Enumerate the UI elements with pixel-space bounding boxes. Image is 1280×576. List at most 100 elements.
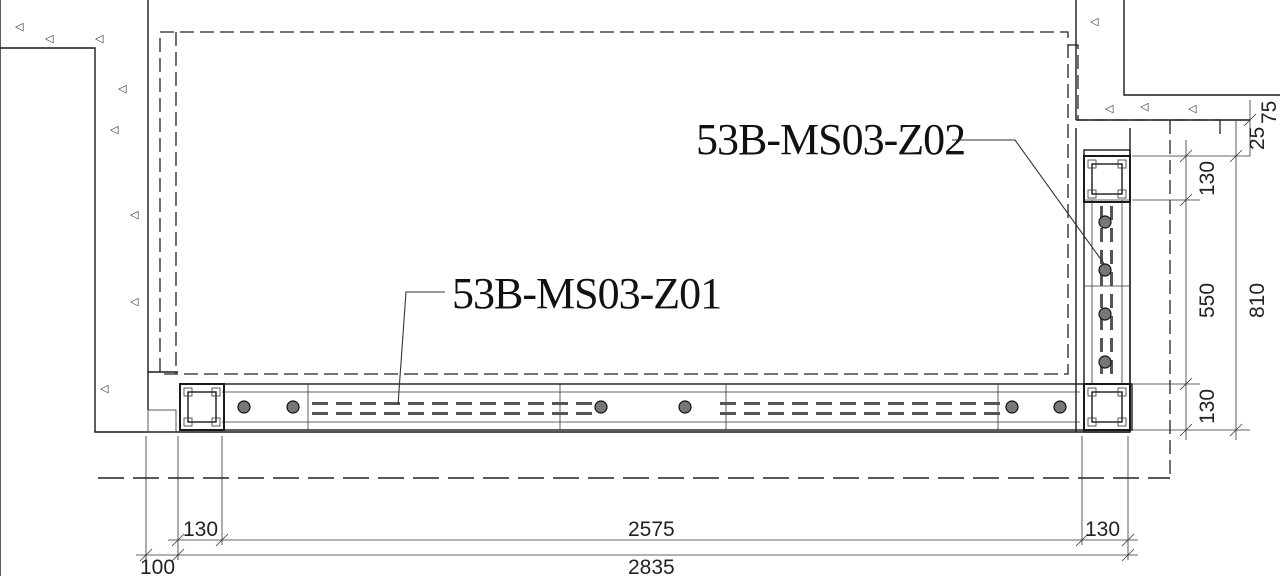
dim-right-span: 550 bbox=[1196, 283, 1219, 318]
rebar-dash bbox=[1100, 228, 1103, 242]
rebar-dash bbox=[864, 412, 880, 415]
dim-bottom-total: 2835 bbox=[628, 556, 675, 576]
left-wall-outline bbox=[0, 0, 178, 576]
leader-z02: 53B-MS03-Z02 bbox=[696, 115, 1106, 266]
concrete-hatch-triangle-icon: ◁ bbox=[130, 208, 139, 221]
rebar-dash bbox=[768, 402, 784, 405]
rebar-dash bbox=[336, 402, 352, 405]
dim-right-total: 810 bbox=[1246, 283, 1269, 318]
rebar-dash bbox=[528, 402, 544, 405]
concrete-hatch-triangle-icon: ◁ bbox=[1188, 102, 1197, 115]
rebar-dash bbox=[960, 412, 976, 415]
rebar-dash bbox=[336, 412, 352, 415]
bolt bbox=[1098, 215, 1112, 229]
rebar-dash bbox=[864, 402, 880, 405]
rebar-dash bbox=[792, 412, 808, 415]
rebar-dash bbox=[792, 402, 808, 405]
concrete-hatch-triangle-icon: ◁ bbox=[1105, 102, 1114, 115]
rebar-dash bbox=[816, 402, 832, 405]
column-box-top bbox=[1083, 155, 1131, 203]
rebar-dash bbox=[720, 412, 736, 415]
rebar-dash bbox=[984, 402, 1000, 405]
tag-z01: 53B-MS03-Z01 bbox=[452, 269, 721, 318]
rebar-dash bbox=[408, 402, 424, 405]
concrete-hatch-triangle-icon: ◁ bbox=[100, 382, 109, 395]
column-box-corner bbox=[1083, 383, 1131, 431]
column-box-left bbox=[179, 383, 225, 431]
rebar-dash bbox=[432, 412, 448, 415]
rebar-dash bbox=[1110, 294, 1113, 308]
concrete-hatch-triangle-icon: ◁ bbox=[45, 32, 54, 45]
concrete-hatch-triangle-icon: ◁ bbox=[95, 32, 104, 45]
beam-z01 bbox=[179, 383, 1133, 431]
dim-right-small-a: 25 bbox=[1246, 127, 1269, 150]
rebar-dash bbox=[1110, 228, 1113, 242]
rebar-dash bbox=[1100, 250, 1103, 264]
rebar-dash bbox=[456, 402, 472, 405]
dim-right-small-b: 75 bbox=[1258, 101, 1280, 124]
rebar-dash bbox=[1100, 338, 1103, 352]
dim-right-bottom: 130 bbox=[1196, 389, 1219, 424]
rebar-dash bbox=[888, 412, 904, 415]
rebar-dash bbox=[1100, 206, 1103, 220]
rebar-dashes bbox=[312, 402, 1000, 415]
bolt bbox=[286, 400, 300, 414]
bolt bbox=[1053, 400, 1067, 414]
rebar-dash bbox=[480, 402, 496, 405]
rebar-dash bbox=[360, 402, 376, 405]
rebar-dash bbox=[912, 412, 928, 415]
rebar-dash bbox=[576, 402, 592, 405]
concrete-hatch-triangle-icon: ◁ bbox=[130, 295, 139, 308]
right-dimensions: 130 550 130 810 25 75 bbox=[1132, 100, 1280, 440]
rebar-dash bbox=[840, 412, 856, 415]
rebar-dash bbox=[912, 402, 928, 405]
rebar-dash bbox=[384, 412, 400, 415]
bolt bbox=[1098, 263, 1112, 277]
rebar-dash bbox=[1110, 206, 1113, 220]
concrete-hatch-triangle-icon: ◁ bbox=[110, 123, 119, 136]
rebar-dash bbox=[888, 402, 904, 405]
rebar-dash bbox=[480, 412, 496, 415]
dim-bottom-left: 130 bbox=[183, 518, 218, 541]
rebar-dash bbox=[1100, 294, 1103, 308]
bolt bbox=[237, 400, 251, 414]
rebar-dash bbox=[552, 402, 568, 405]
bolt bbox=[1098, 307, 1112, 321]
rebar-dash bbox=[528, 412, 544, 415]
leader-z01: 53B-MS03-Z01 bbox=[397, 269, 722, 406]
rebar-dash bbox=[1100, 316, 1103, 330]
rebar-dash bbox=[1110, 272, 1113, 286]
rebar-dash bbox=[960, 402, 976, 405]
rebar-dash bbox=[552, 412, 568, 415]
rebar-dash bbox=[984, 412, 1000, 415]
rebar-dash bbox=[768, 412, 784, 415]
concrete-hatch-triangle-icon: ◁ bbox=[15, 20, 24, 33]
rebar-dash bbox=[1110, 360, 1113, 374]
rebar-dash bbox=[1110, 338, 1113, 352]
concrete-hatch-triangle-icon: ◁ bbox=[1140, 100, 1149, 113]
rebar-dashes bbox=[1100, 206, 1113, 374]
rebar-dash bbox=[1110, 316, 1113, 330]
rebar-dash bbox=[432, 402, 448, 405]
concrete-hatch: ◁ ◁ ◁ ◁ ◁ ◁ ◁ ◁ ◁ ◁ ◁ ◁ bbox=[15, 15, 1197, 395]
rebar-dash bbox=[720, 402, 736, 405]
rebar-dash bbox=[840, 402, 856, 405]
rebar-dash bbox=[360, 412, 376, 415]
concrete-hatch-triangle-icon: ◁ bbox=[118, 82, 127, 95]
bolt bbox=[594, 400, 608, 414]
rebar-dash bbox=[312, 402, 328, 405]
concrete-hatch-triangle-icon: ◁ bbox=[1090, 15, 1099, 28]
beam-z02 bbox=[1083, 149, 1131, 433]
bottom-dimensions: 130 2575 130 100 2835 bbox=[136, 436, 1138, 576]
dim-right-top: 130 bbox=[1196, 161, 1219, 196]
bolt bbox=[1005, 400, 1019, 414]
dim-bottom-span: 2575 bbox=[628, 518, 675, 541]
rebar-dash bbox=[936, 412, 952, 415]
rebar-dash bbox=[1110, 250, 1113, 264]
rebar-dash bbox=[312, 412, 328, 415]
rebar-dash bbox=[1100, 272, 1103, 286]
rebar-dash bbox=[408, 412, 424, 415]
rebar-dash bbox=[816, 412, 832, 415]
rebar-dash bbox=[744, 402, 760, 405]
